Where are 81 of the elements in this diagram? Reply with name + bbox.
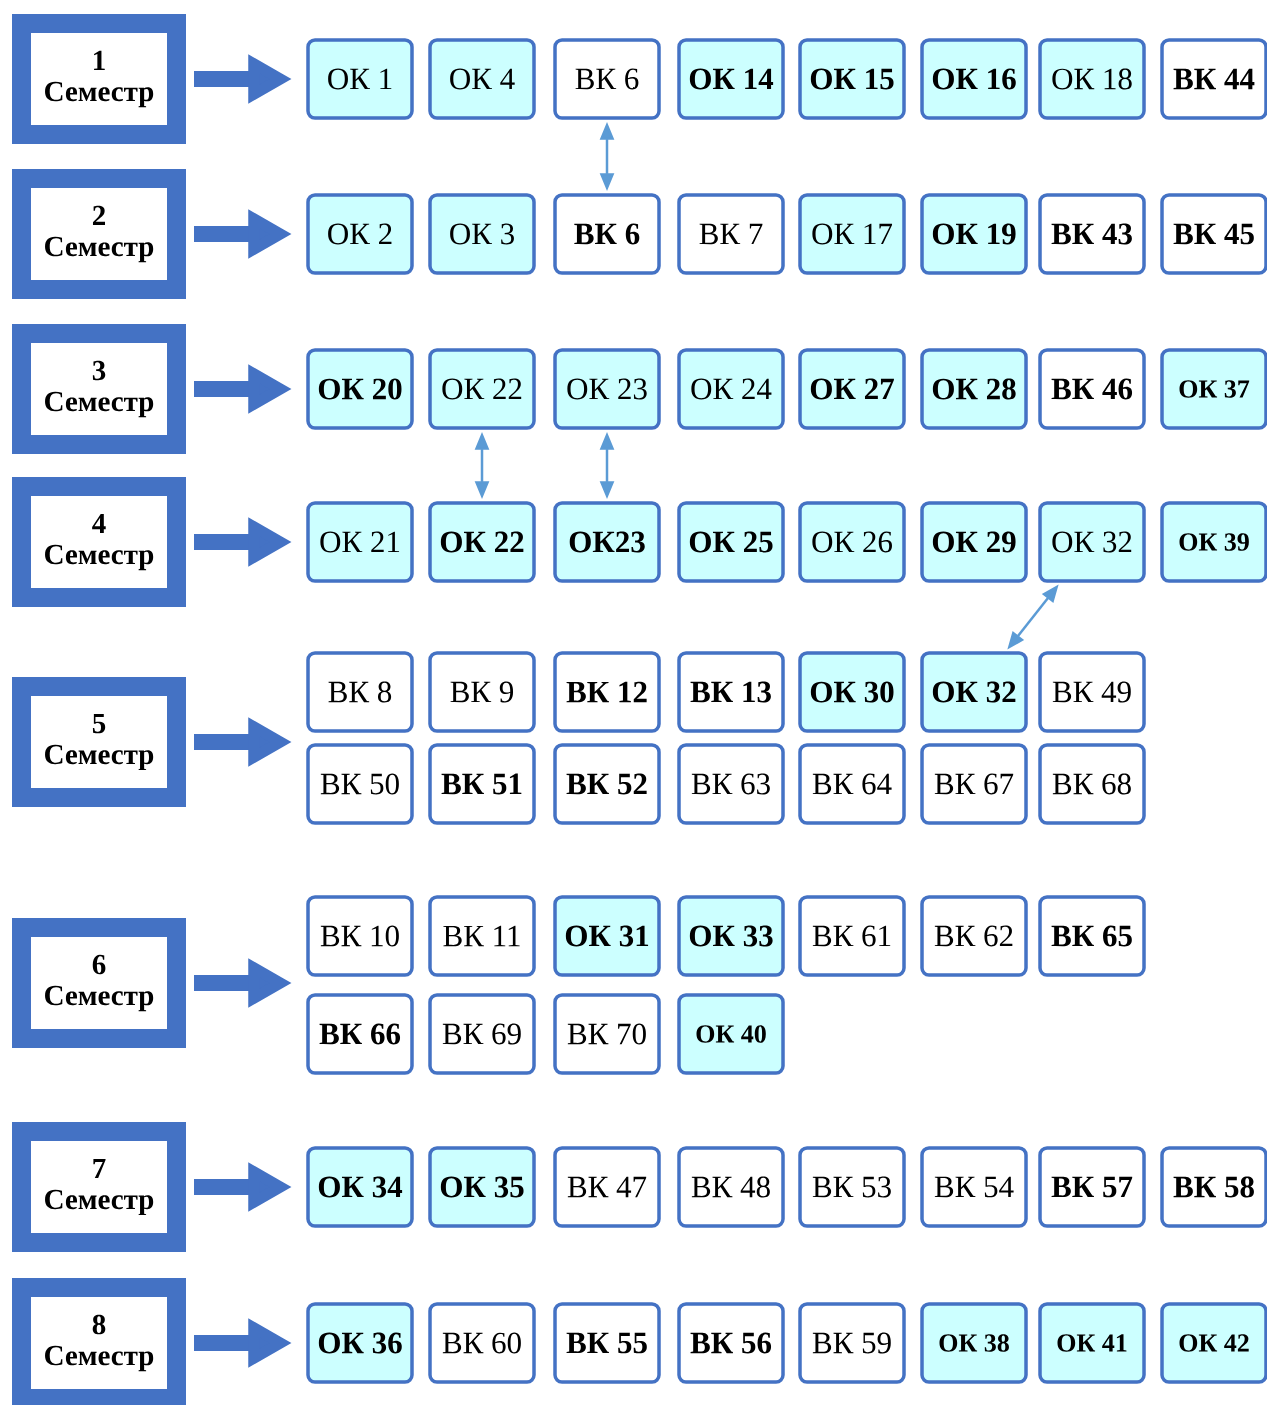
course-box: ОК 39 <box>1160 501 1267 583</box>
course-box: ВК 13 <box>677 651 785 733</box>
course-box: ОК 31 <box>553 895 661 977</box>
course-box: ОК 37 <box>1160 348 1267 430</box>
semester-box: 5 Семестр <box>12 677 186 807</box>
course-box: ОК 25 <box>677 501 785 583</box>
course-box: ОК 14 <box>677 38 785 120</box>
course-box: ВК 43 <box>1038 193 1146 275</box>
course-box: ВК 7 <box>677 193 785 275</box>
course-box: ВК 61 <box>798 895 906 977</box>
course-box: ВК 51 <box>428 743 536 825</box>
course-box: ВК 57 <box>1038 1146 1146 1228</box>
course-box: ОК 20 <box>306 348 414 430</box>
course-box: ОК 2 <box>306 193 414 275</box>
course-box: ОК 27 <box>798 348 906 430</box>
course-box: ОК23 <box>553 501 661 583</box>
course-box: ОК 40 <box>677 993 785 1075</box>
course-box: ВК 60 <box>428 1302 536 1384</box>
course-box: ВК 11 <box>428 895 536 977</box>
course-box: ВК 67 <box>920 743 1028 825</box>
course-box: ВК 47 <box>553 1146 661 1228</box>
course-box: ВК 62 <box>920 895 1028 977</box>
course-box: ОК 1 <box>306 38 414 120</box>
course-box: ОК 22 <box>428 501 536 583</box>
course-box: ОК 18 <box>1038 38 1146 120</box>
course-box: ВК 12 <box>553 651 661 733</box>
course-box: ВК 69 <box>428 993 536 1075</box>
course-box: ОК 35 <box>428 1146 536 1228</box>
semester-box: 8 Семестр <box>12 1278 186 1405</box>
course-box: ОК 29 <box>920 501 1028 583</box>
course-box: ВК 63 <box>677 743 785 825</box>
course-box: ВК 6 <box>553 193 661 275</box>
course-box: ОК 19 <box>920 193 1028 275</box>
course-box: ВК 70 <box>553 993 661 1075</box>
course-box: ВК 54 <box>920 1146 1028 1228</box>
course-box: ОК 30 <box>798 651 906 733</box>
semester-box: 4 Семестр <box>12 477 186 607</box>
course-box: ВК 65 <box>1038 895 1146 977</box>
course-box: ОК 22 <box>428 348 536 430</box>
course-box: ОК 15 <box>798 38 906 120</box>
course-box: ВК 6 <box>553 38 661 120</box>
course-box: ОК 32 <box>1038 501 1146 583</box>
course-box: ОК 41 <box>1038 1302 1146 1384</box>
course-box: ВК 9 <box>428 651 536 733</box>
course-box: ВК 58 <box>1160 1146 1267 1228</box>
course-box: ОК 4 <box>428 38 536 120</box>
course-box: ВК 44 <box>1160 38 1267 120</box>
semester-box: 3 Семестр <box>12 324 186 454</box>
course-box: ВК 59 <box>798 1302 906 1384</box>
course-box: ВК 55 <box>553 1302 661 1384</box>
semester-box: 7 Семестр <box>12 1122 186 1252</box>
course-box: ОК 28 <box>920 348 1028 430</box>
course-box: ВК 66 <box>306 993 414 1075</box>
course-box: ВК 53 <box>798 1146 906 1228</box>
course-box: ВК 52 <box>553 743 661 825</box>
course-box: ВК 50 <box>306 743 414 825</box>
course-box: ОК 23 <box>553 348 661 430</box>
course-box: ОК 17 <box>798 193 906 275</box>
course-box: ОК 33 <box>677 895 785 977</box>
course-box: ОК 36 <box>306 1302 414 1384</box>
course-box: ВК 10 <box>306 895 414 977</box>
course-box: ОК 24 <box>677 348 785 430</box>
course-box: ВК 49 <box>1038 651 1146 733</box>
semester-box: 2 Семестр <box>12 169 186 299</box>
course-box: ВК 56 <box>677 1302 785 1384</box>
course-box: ОК 34 <box>306 1146 414 1228</box>
semester-box: 6 Семестр <box>12 918 186 1048</box>
course-box: ОК 16 <box>920 38 1028 120</box>
course-box: ОК 38 <box>920 1302 1028 1384</box>
semester-box: 1 Семестр <box>12 14 186 144</box>
course-box: ВК 64 <box>798 743 906 825</box>
course-box: ВК 8 <box>306 651 414 733</box>
course-box: ОК 32 <box>920 651 1028 733</box>
course-box: ОК 21 <box>306 501 414 583</box>
course-box: ВК 46 <box>1038 348 1146 430</box>
course-box: ОК 3 <box>428 193 536 275</box>
course-box: ВК 48 <box>677 1146 785 1228</box>
course-box: ВК 45 <box>1160 193 1267 275</box>
course-box: ОК 42 <box>1160 1302 1267 1384</box>
course-box: ОК 26 <box>798 501 906 583</box>
course-box: ВК 68 <box>1038 743 1146 825</box>
